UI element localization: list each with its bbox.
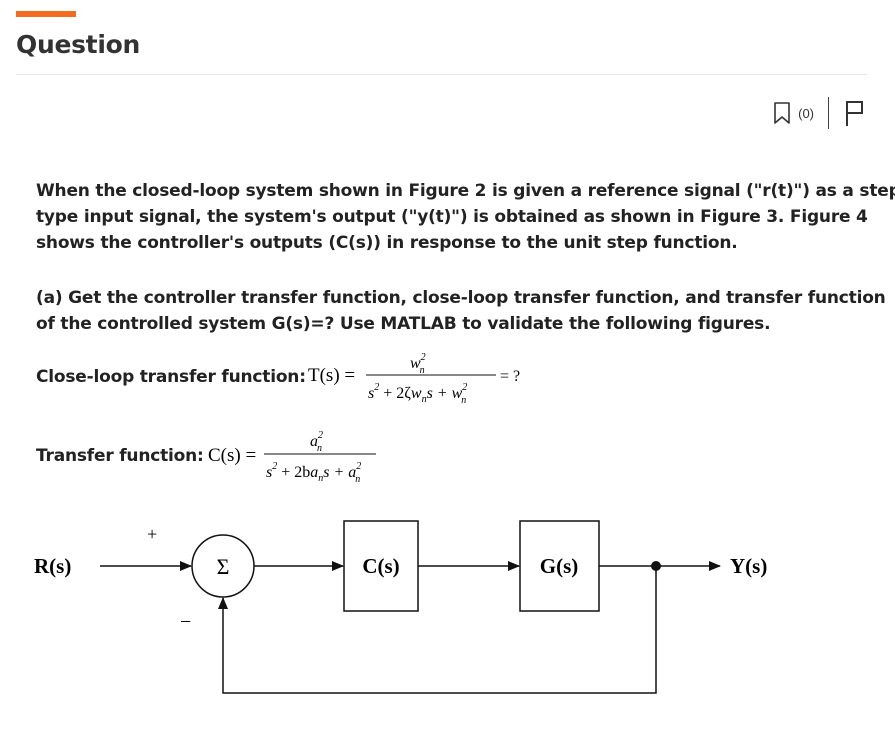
minus-sign: −	[180, 611, 191, 633]
text-line: (a) Get the controller transfer function…	[36, 288, 886, 308]
output-label: Y(s)	[730, 554, 767, 578]
flag-icon[interactable]	[843, 99, 867, 127]
formula-lhs: T(s) =	[308, 365, 355, 386]
controller-block	[343, 520, 419, 612]
closed-loop-label: Close-loop transfer function:	[36, 367, 306, 387]
block-diagram: R(s) + − Σ C(s) G(s) Y(s)	[34, 520, 767, 694]
text-line: When the closed-loop system shown in Fig…	[36, 181, 895, 201]
question-paragraph-2: (a) Get the controller transfer function…	[36, 285, 886, 337]
toolbar-divider	[828, 97, 829, 129]
plant-block	[519, 520, 600, 612]
input-label: R(s)	[34, 554, 71, 578]
formula-unknown: = ?	[500, 368, 520, 385]
question-paragraph-1: When the closed-loop system shown in Fig…	[36, 178, 895, 256]
plus-sign: +	[147, 524, 157, 544]
plant-label: G(s)	[540, 554, 579, 578]
transfer-function-label: Transfer function:	[36, 446, 204, 466]
accent-bar	[16, 11, 76, 17]
text-line: type input signal, the system's output (…	[36, 207, 868, 227]
summing-symbol: Σ	[217, 554, 230, 579]
page-title: Question	[16, 30, 140, 59]
bookmark-icon[interactable]	[772, 101, 792, 125]
divider	[16, 74, 867, 75]
bookmark-count: (0)	[798, 105, 814, 121]
text-line: of the controlled system G(s)=? Use MATL…	[36, 314, 771, 334]
text-line: shows the controller's outputs (C(s)) in…	[36, 233, 738, 253]
feedback-path	[218, 566, 657, 694]
question-toolbar: (0)	[772, 96, 867, 130]
controller-label: C(s)	[362, 554, 399, 578]
formula-lhs: C(s) =	[208, 445, 256, 466]
